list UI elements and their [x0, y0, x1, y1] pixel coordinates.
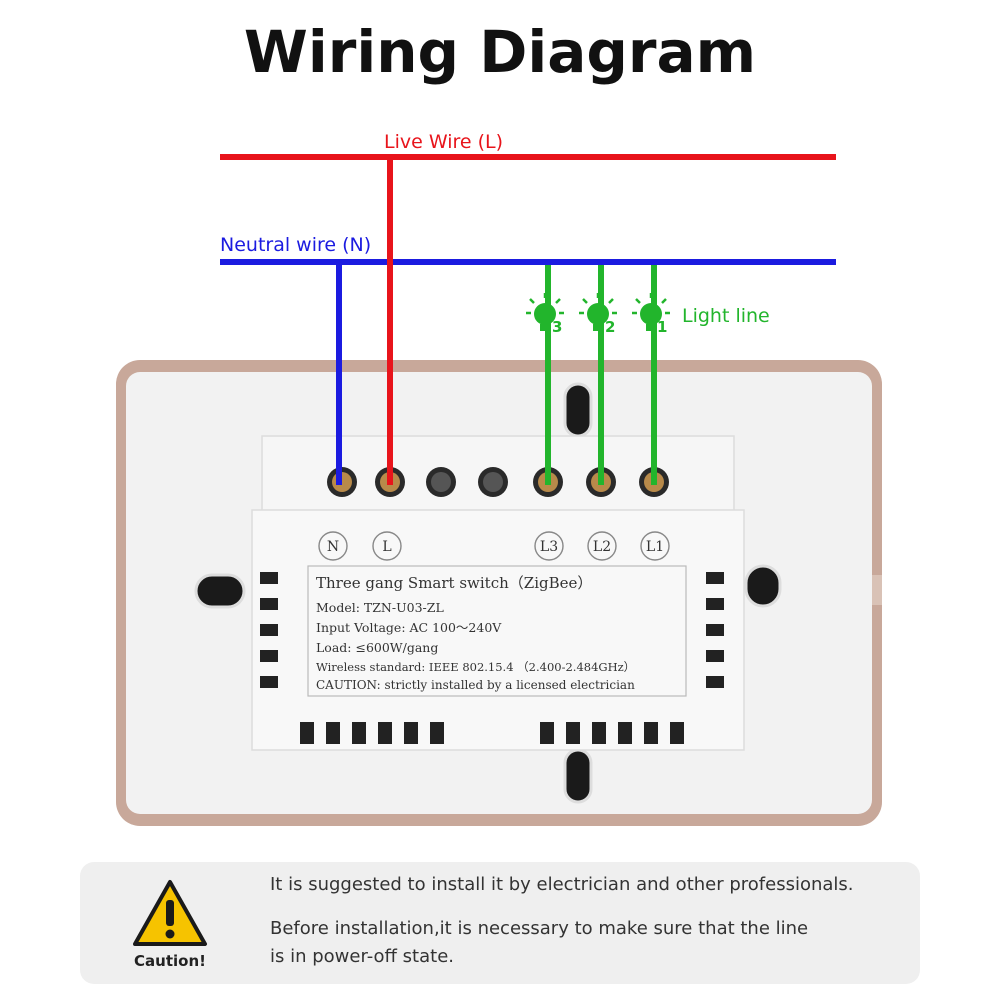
product-caution: CAUTION: strictly installed by a license… — [316, 678, 635, 692]
bulb-number-2: 2 — [605, 318, 615, 336]
page-title: Wiring Diagram — [243, 18, 757, 86]
vents-right — [706, 572, 724, 688]
mount-hole-right — [744, 564, 782, 608]
wiring-diagram: N L L3 L2 L1 Three gang Smart switch（Zig… — [116, 131, 882, 826]
switch-module: N L L3 L2 L1 Three gang Smart switch（Zig… — [251, 435, 745, 751]
mount-hole-bottom — [563, 748, 593, 804]
caution-label: Caution! — [134, 952, 206, 970]
bulb-icon-2 — [579, 293, 617, 331]
bulb-icon-3 — [526, 293, 564, 331]
caution-line-2b: is in power-off state. — [270, 946, 454, 967]
terminal-label-circles — [318, 531, 670, 561]
neutral-wire-label: Neutral wire (N) — [220, 234, 371, 256]
bulb-number-3: 3 — [552, 318, 562, 336]
vents-left — [260, 572, 278, 688]
terminal-label-l1: L1 — [646, 539, 664, 555]
light-line-label: Light line — [682, 305, 770, 327]
terminal-label-n: N — [327, 539, 339, 555]
caution-line-2a: Before installation,it is necessary to m… — [270, 918, 809, 939]
live-wire-label: Live Wire (L) — [384, 131, 503, 153]
mount-hole-left — [194, 573, 246, 609]
bulb-icon-1 — [632, 293, 670, 331]
product-name: Three gang Smart switch（ZigBee） — [316, 574, 592, 592]
warning-icon — [133, 880, 207, 946]
terminal-label-l3: L3 — [540, 539, 558, 555]
bulb-number-1: 1 — [657, 318, 667, 336]
wires — [220, 154, 836, 485]
caution-box: Caution! It is suggested to install it b… — [80, 862, 920, 984]
product-input-voltage: Input Voltage: AC 100～240V — [316, 620, 502, 635]
caution-line-1: It is suggested to install it by electri… — [270, 874, 854, 895]
product-label-box — [307, 565, 687, 697]
terminal-label-l: L — [382, 539, 391, 555]
product-wireless: Wireless standard: IEEE 802.15.4 （2.400-… — [316, 660, 635, 674]
mount-hole-top — [563, 382, 593, 438]
vents-bottom — [300, 722, 684, 744]
terminal-label-l2: L2 — [593, 539, 611, 555]
product-model: Model: TZN-U03-ZL — [316, 600, 444, 615]
product-load: Load: ≤600W/gang — [316, 640, 438, 655]
